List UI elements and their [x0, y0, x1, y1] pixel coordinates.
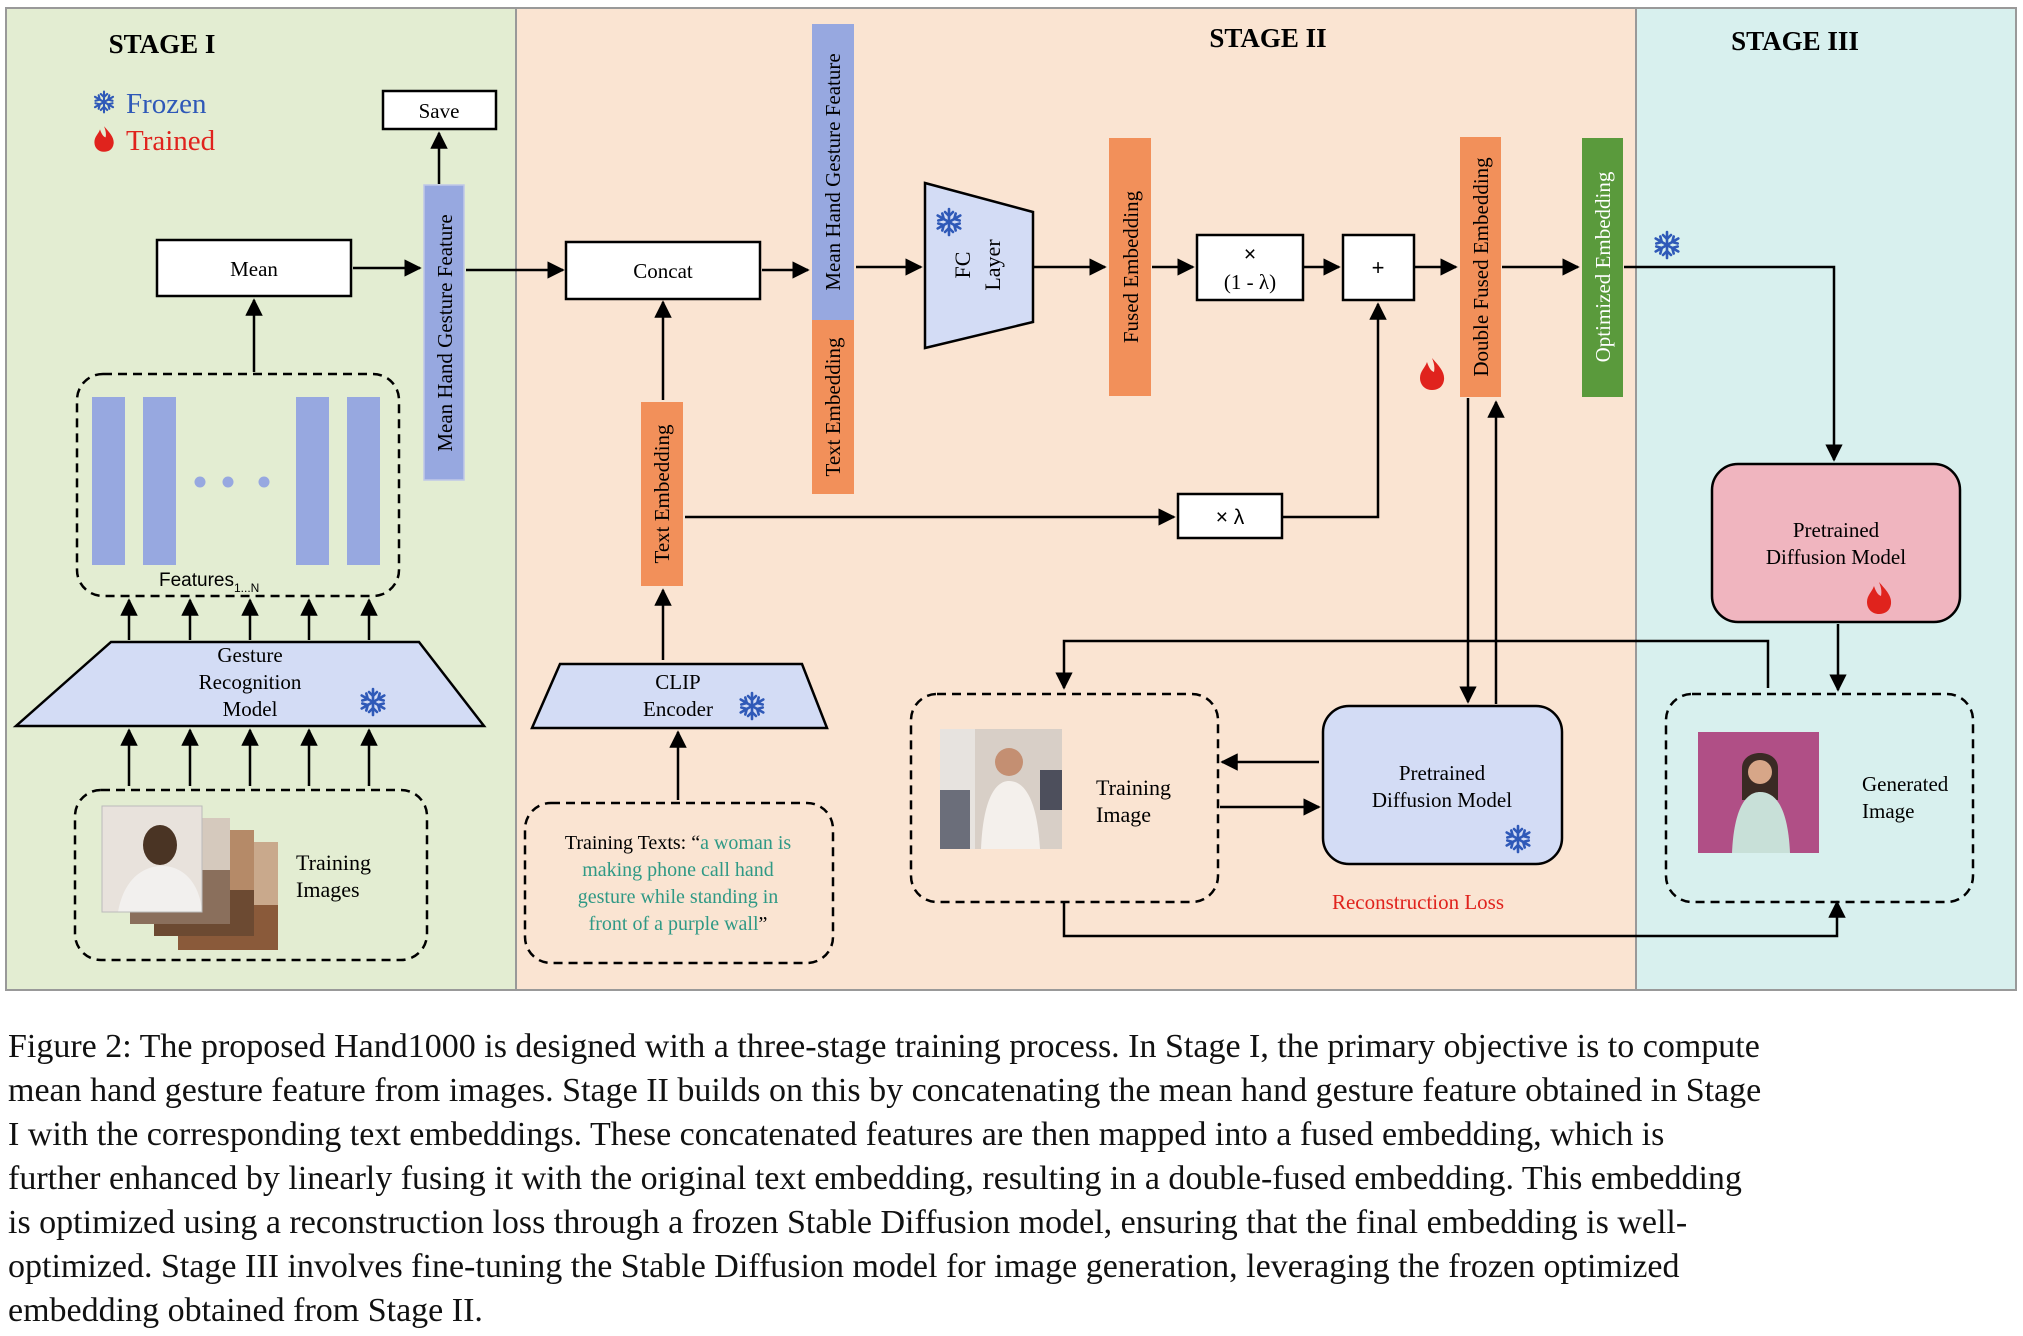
times-lambda-label: × λ	[1216, 506, 1245, 529]
training-image-photo	[940, 729, 1062, 849]
times-lambda-box	[1176, 492, 1284, 540]
generated-image-line1: Generated	[1862, 772, 1949, 796]
concat-text-embedding-label: Text Embedding	[821, 337, 845, 477]
stage3-pretrained-model	[1710, 462, 1962, 624]
text-embedding-label: Text Embedding	[650, 424, 674, 564]
training-texts-line3: gesture while standing in	[578, 886, 779, 908]
stage2-pretrained-line1: Pretrained	[1399, 761, 1486, 785]
stage1-title: STAGE I	[109, 29, 216, 59]
ellipsis-dot	[194, 476, 206, 488]
fc-label-line2: Layer	[980, 239, 1005, 291]
caption-line: optimized. Stage III involves fine-tunin…	[8, 1248, 1680, 1285]
optimized-embedding-bar	[1582, 138, 1623, 397]
figure-caption: Figure 2: The proposed Hand1000 is desig…	[8, 1025, 2008, 1333]
generated-image-line2: Image	[1862, 799, 1914, 823]
clip-line1: CLIP	[655, 670, 701, 694]
stage2-title: STAGE II	[1209, 23, 1326, 53]
ellipsis-dot	[222, 476, 234, 488]
training-texts-line1: Training Texts: “a woman is	[565, 832, 792, 854]
training-texts-line2: making phone call hand	[582, 859, 774, 881]
training-images-stack	[101, 805, 278, 950]
gesture-model-line3: Model	[223, 697, 278, 721]
optimized-embedding-label: Optimized Embedding	[1591, 171, 1615, 362]
ellipsis-dot	[258, 476, 270, 488]
caption-line: mean hand gesture feature from images. S…	[8, 1072, 1762, 1109]
training-image-line1: Training	[1096, 775, 1171, 800]
stage2-pretrained-model	[1321, 704, 1564, 866]
concat-box	[564, 240, 762, 301]
legend-frozen: Frozen	[126, 88, 207, 120]
one-minus-lambda-label: (1 - λ)	[1224, 270, 1276, 294]
caption-line: further enhanced by linearly fusing it w…	[8, 1160, 1742, 1197]
caption-line: I with the corresponding text embeddings…	[8, 1116, 1665, 1153]
stage3-title: STAGE III	[1731, 26, 1859, 56]
stage2-arrows	[654, 258, 1846, 938]
training-images-line1: Training	[296, 850, 371, 875]
stage1-panel	[5, 7, 517, 991]
stage2-mean-feature-label: Mean Hand Gesture Feature	[821, 53, 845, 290]
features-subscript: 1...N	[234, 581, 259, 595]
feature-bar-4	[347, 397, 380, 565]
concat-text-embedding-bar	[812, 320, 854, 494]
stage1-mean-feature-label: Mean Hand Gesture Feature	[433, 214, 457, 451]
fc-label-line1: FC	[950, 252, 975, 279]
training-images-group	[73, 788, 429, 962]
times-symbol: ×	[1244, 243, 1256, 266]
plus-box	[1341, 233, 1416, 302]
reconstruction-loss-label: Reconstruction Loss	[1332, 890, 1504, 914]
generated-image-photo	[1698, 732, 1819, 853]
stage3-arrows	[1624, 265, 1847, 692]
architecture-diagram: STAGE I STAGE II STAGE III Frozen Traine…	[5, 7, 2017, 991]
fused-embedding-bar	[1109, 138, 1151, 396]
clip-line2: Encoder	[643, 697, 713, 721]
legend-trained: Trained	[126, 125, 216, 157]
stage1-mean-feature-bar	[423, 184, 465, 481]
fused-embedding-label: Fused Embedding	[1119, 190, 1143, 343]
feature-bar-3	[296, 397, 329, 565]
fc-layer	[923, 181, 1035, 350]
gesture-model-line1: Gesture	[217, 643, 282, 667]
stage1-arrows	[120, 131, 565, 786]
stage3-pretrained-line2: Diffusion Model	[1766, 545, 1906, 569]
feature-bar-2	[143, 397, 176, 565]
caption-line: embedding obtained from Stage II.	[8, 1292, 483, 1329]
features-group	[75, 372, 401, 598]
mean-label: Mean	[230, 257, 278, 281]
text-embedding-bar	[641, 402, 683, 586]
training-images-line2: Images	[296, 877, 360, 902]
training-texts-line4: front of a purple wall”	[589, 913, 768, 935]
caption-line: Figure 2: The proposed Hand1000 is desig…	[8, 1028, 1760, 1065]
one-minus-lambda-box	[1195, 233, 1305, 302]
caption-line: is optimized using a reconstruction loss…	[8, 1204, 1688, 1241]
save-label: Save	[419, 99, 460, 123]
feature-bar-1	[92, 397, 125, 565]
training-texts-box	[523, 801, 835, 965]
stage2-pretrained-line2: Diffusion Model	[1372, 788, 1512, 812]
plus-label: +	[1372, 255, 1385, 280]
save-box	[381, 89, 498, 131]
generated-image-group	[1664, 692, 1975, 904]
double-fused-label: Double Fused Embedding	[1469, 157, 1493, 377]
training-image-line2: Image	[1096, 802, 1151, 827]
gesture-model-line2: Recognition	[199, 670, 302, 694]
mean-box	[155, 238, 353, 298]
stage2-mean-feature-bar	[812, 24, 854, 320]
training-text-quote: a woman is	[700, 832, 791, 854]
features-label: Features1...N	[159, 570, 259, 595]
stage3-pretrained-line1: Pretrained	[1793, 518, 1880, 542]
concat-label: Concat	[633, 259, 693, 283]
double-fused-bar	[1460, 137, 1501, 397]
